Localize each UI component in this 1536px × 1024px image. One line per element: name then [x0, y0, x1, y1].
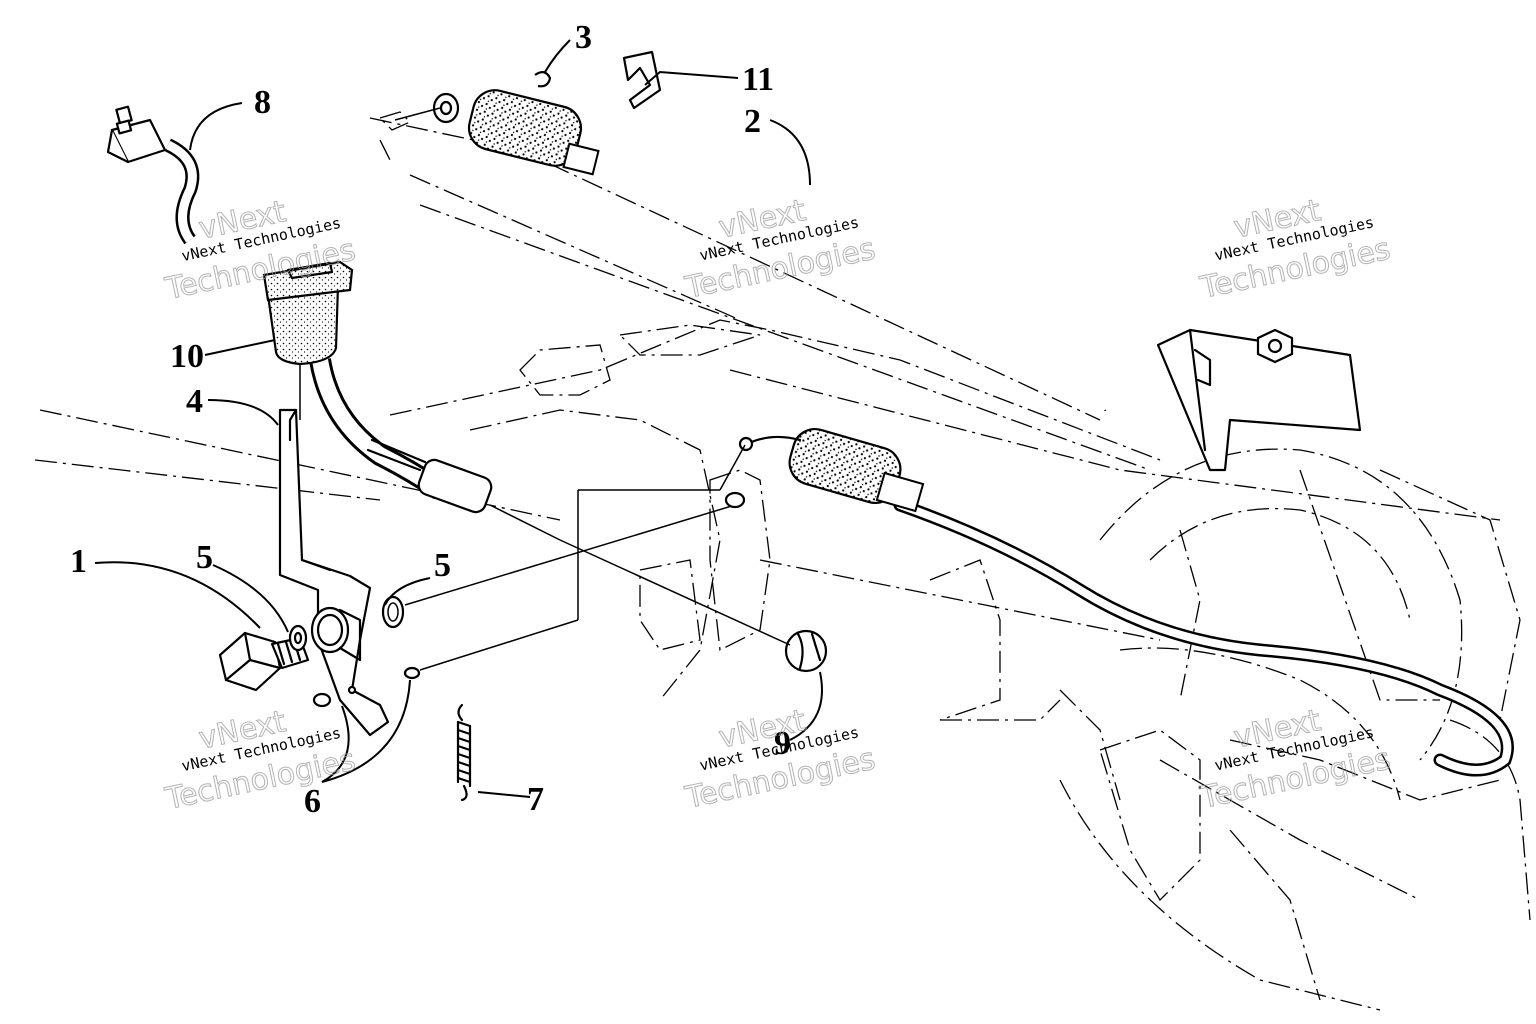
watermark-top-right: vNext vNext Technologies Technologies [1196, 193, 1394, 307]
chassis-frame-outline [34, 117, 1531, 1011]
rubber-boot [262, 260, 354, 366]
callout-5b: 5 [434, 547, 451, 584]
callout-6: 6 [304, 783, 321, 820]
mounting-bracket [1156, 328, 1362, 472]
washers [288, 71, 552, 708]
callout-5a: 5 [196, 539, 213, 576]
watermark-bottom-right: vNext vNext Technologies Technologies [1196, 703, 1394, 817]
watermark-bottom-center: vNext vNext Technologies Technologies [681, 703, 879, 817]
lower-cable [738, 428, 1514, 777]
callout-7: 7 [527, 781, 544, 818]
assembly-axis-lines [404, 444, 791, 671]
lever-arm [278, 408, 390, 737]
callout-labels: 1 2 3 4 5 5 6 7 8 9 10 11 [70, 19, 791, 820]
callout-1: 1 [70, 543, 87, 580]
callout-8: 8 [254, 84, 271, 121]
callout-10: 10 [170, 338, 204, 375]
retaining-clip [622, 50, 662, 110]
leader-lines [94, 39, 823, 798]
callout-4: 4 [186, 383, 203, 420]
callout-2: 2 [744, 103, 761, 140]
return-spring [456, 703, 472, 802]
cable-collar [784, 629, 828, 673]
upper-cable [378, 89, 1109, 412]
callout-3: 3 [575, 19, 592, 56]
switch-harness [106, 105, 561, 541]
callout-9: 9 [774, 725, 791, 762]
callout-11: 11 [742, 61, 774, 98]
watermark-bottom-left: vNext vNext Technologies Technologies [161, 704, 359, 818]
